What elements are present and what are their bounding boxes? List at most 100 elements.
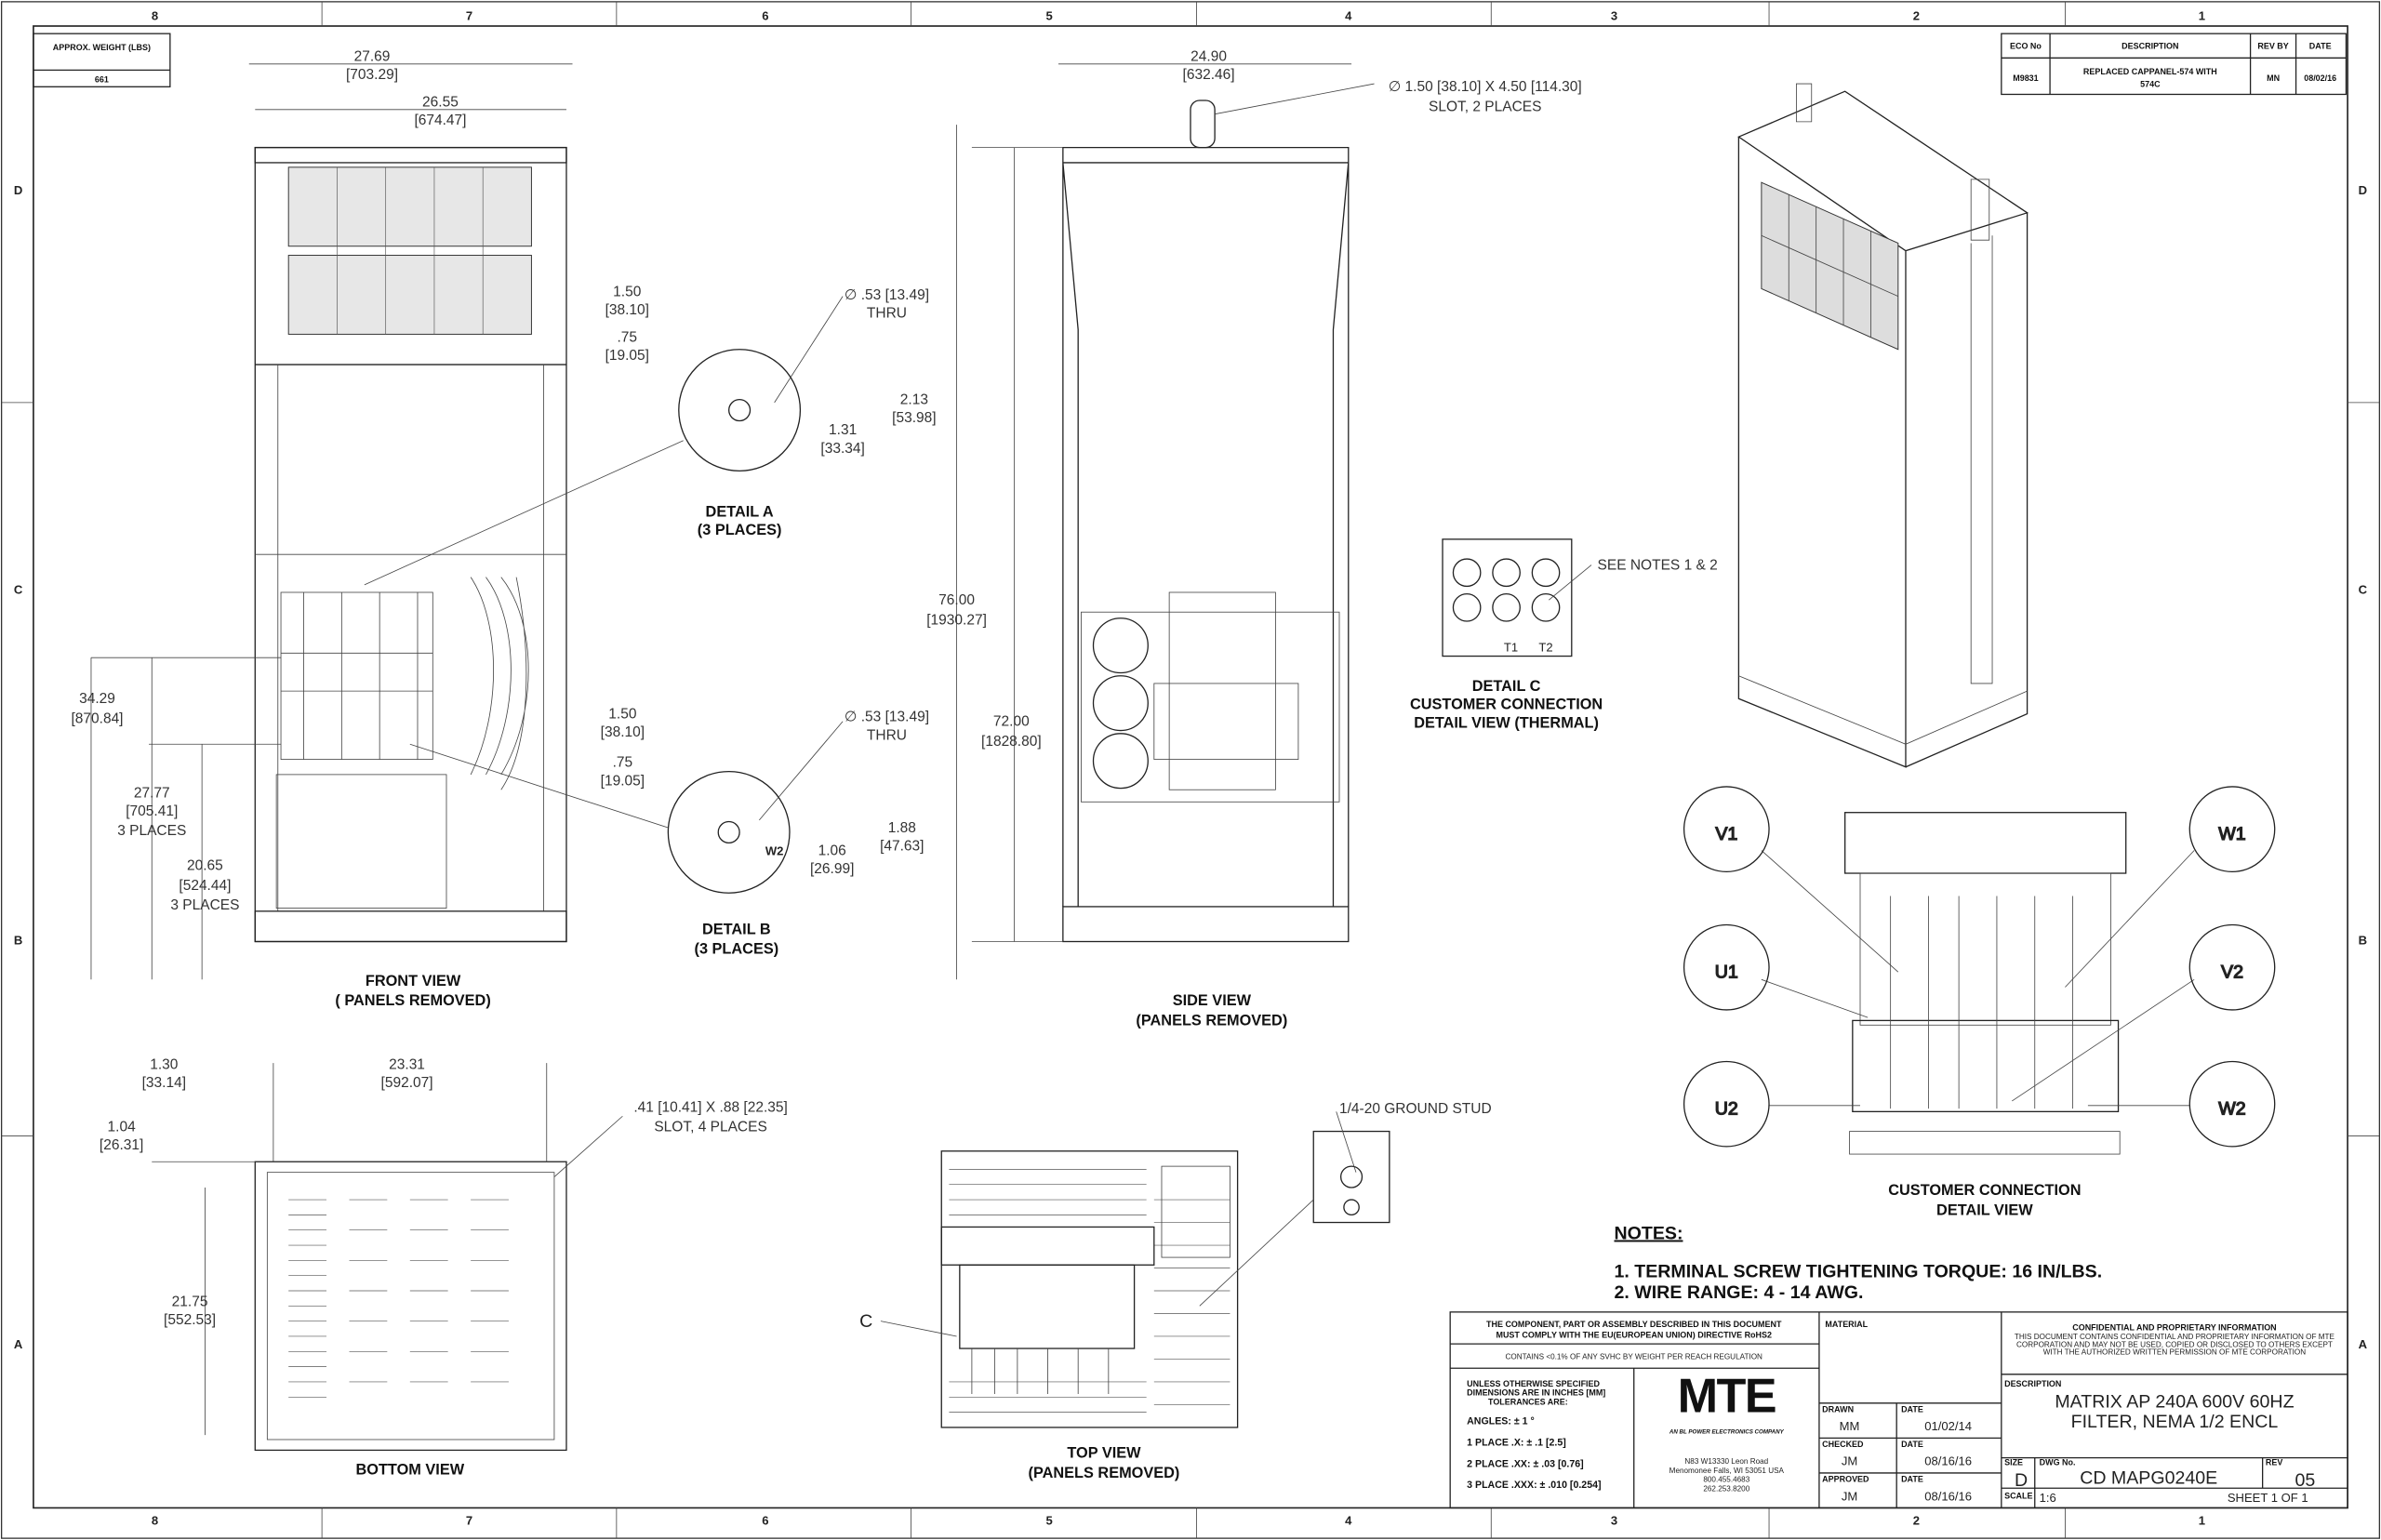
zone-row-b-right: B xyxy=(2359,934,2367,948)
zone-col-3: 3 xyxy=(1611,8,1617,22)
detail-a-d4: 1.31 xyxy=(829,422,857,438)
rev-desc-1: REPLACED CAPPANEL-574 WITH xyxy=(2083,67,2217,76)
dim-side-h2-mm: [1828.80] xyxy=(981,734,1042,750)
zone-row-c-right: C xyxy=(2359,583,2368,597)
dim-front-h2-mm: [705.41] xyxy=(126,803,178,819)
side-view-title: SIDE VIEW xyxy=(1173,992,1252,1009)
detail-b-d4: 1.06 xyxy=(818,843,846,858)
title-block: THE COMPONENT, PART OR ASSEMBLY DESCRIBE… xyxy=(1449,1311,2348,1509)
zone-row-a: A xyxy=(14,1337,23,1351)
dim-bottom-slot-note: SLOT, 4 PLACES xyxy=(654,1120,766,1135)
zone-row-c: C xyxy=(14,583,23,597)
note-1: 1. TERMINAL SCREW TIGHTENING TORQUE: 16 … xyxy=(1615,1261,2103,1281)
dim-side-h1-mm: [1930.27] xyxy=(926,612,987,628)
tolerance-3-place: 3 PLACE .XXX: ± .010 [0.254] xyxy=(1467,1480,1601,1491)
dim-bottom-slot: .41 [10.41] X .88 [22.35] xyxy=(633,1099,787,1115)
dim-bottom-h1-mm: [26.31] xyxy=(100,1137,143,1153)
zone-col-1-bottom: 1 xyxy=(2199,1513,2205,1527)
zone-col-2: 2 xyxy=(1913,8,1920,22)
notes: NOTES: 1. TERMINAL SCREW TIGHTENING TORQ… xyxy=(1615,1223,2103,1303)
terminal-w2: W2 xyxy=(2218,1099,2245,1120)
detail-a-d3-mm: [53.98] xyxy=(892,410,936,426)
dim-front-w2: 26.55 xyxy=(422,95,459,111)
terminal-u2: U2 xyxy=(1715,1099,1738,1120)
zone-col-5: 5 xyxy=(1046,8,1053,22)
rev-by: MN xyxy=(2267,73,2280,83)
detail-b-d1-mm: [38.10] xyxy=(601,724,645,740)
confidential-line-1: THIS DOCUMENT CONTAINS CONFIDENTIAL AND … xyxy=(2015,1333,2335,1341)
customer-connection-subtitle: DETAIL VIEW xyxy=(1936,1201,2033,1218)
rev-label: REV xyxy=(2266,1458,2282,1467)
zone-col-8-bottom: 8 xyxy=(152,1513,158,1527)
detail-c-line2: CUSTOMER CONNECTION xyxy=(1410,697,1603,713)
terminal-v1: V1 xyxy=(1715,824,1737,844)
phone-1: 800.455.4683 xyxy=(1703,1476,1749,1484)
size-label: SIZE xyxy=(2004,1458,2023,1467)
tolerance-2-place: 2 PLACE .XX: ± .03 [0.76] xyxy=(1467,1458,1584,1469)
detail-a-title: DETAIL A xyxy=(706,503,774,520)
detail-c-t2: T2 xyxy=(1538,641,1552,655)
dim-side-w-mm: [632.46] xyxy=(1183,67,1235,83)
detail-b-d3: 1.88 xyxy=(888,820,916,836)
rev-desc-2: 574C xyxy=(2140,79,2161,88)
top-view-callout: C xyxy=(859,1311,872,1332)
sheet-number: SHEET 1 OF 1 xyxy=(2228,1491,2308,1505)
dim-front-h3-note: 3 PLACES xyxy=(170,897,239,913)
dim-bottom-w1: 1.30 xyxy=(150,1057,179,1073)
approved-by: JM xyxy=(1842,1489,1857,1503)
detail-b-terminal: W2 xyxy=(765,843,784,857)
zone-col-5-bottom: 5 xyxy=(1046,1513,1053,1527)
dim-front-h3: 20.65 xyxy=(187,858,223,874)
dim-front-w1: 27.69 xyxy=(354,49,391,65)
dim-side-h2: 72.00 xyxy=(993,714,1030,730)
drawn-date-label: DATE xyxy=(1901,1405,1923,1414)
address-line-1: N83 W13330 Leon Road xyxy=(1684,1457,1768,1466)
dim-bottom-h1: 1.04 xyxy=(108,1120,137,1135)
detail-b-d2: .75 xyxy=(613,755,633,771)
approved-date-label: DATE xyxy=(1901,1475,1923,1484)
zone-col-8: 8 xyxy=(152,8,158,22)
dwg-label: DWG No. xyxy=(2040,1458,2076,1467)
detail-a-d1-mm: [38.10] xyxy=(605,302,649,318)
confidential-title: CONFIDENTIAL AND PROPRIETARY INFORMATION xyxy=(2072,1322,2276,1332)
detail-a-d2: .75 xyxy=(618,330,638,346)
note-2: 2. WIRE RANGE: 4 - 14 AWG. xyxy=(1615,1282,1864,1303)
dim-bottom-w1-mm: [33.14] xyxy=(142,1075,186,1091)
address-line-2: Menomonee Falls, WI 53051 USA xyxy=(1669,1467,1785,1475)
rev-eco: M9831 xyxy=(2013,73,2038,83)
checked-label: CHECKED xyxy=(1822,1440,1864,1449)
drawn-by: MM xyxy=(1840,1419,1860,1433)
revision-block: ECO No DESCRIPTION REV BY DATE M9831 REP… xyxy=(2001,33,2348,96)
dim-front-h2-note: 3 PLACES xyxy=(117,823,186,839)
zone-row-d-right: D xyxy=(2359,183,2367,197)
detail-c-note: SEE NOTES 1 & 2 xyxy=(1598,557,1718,573)
weight-label: APPROX. WEIGHT (LBS) xyxy=(53,43,151,52)
detail-c-line3: DETAIL VIEW (THERMAL) xyxy=(1414,714,1599,731)
notes-title: NOTES: xyxy=(1615,1223,1683,1243)
dim-bottom-h2-mm: [552.53] xyxy=(164,1312,216,1328)
detail-a-d2-mm: [19.05] xyxy=(605,348,649,364)
detail-b-hole: ∅ .53 [13.49] xyxy=(845,710,929,725)
drawn-date: 01/02/14 xyxy=(1924,1419,1972,1433)
dim-side-w: 24.90 xyxy=(1190,49,1227,65)
dwg-number: CD MAPG0240E xyxy=(2080,1467,2217,1488)
zone-col-6: 6 xyxy=(762,8,768,22)
zone-col-4-bottom: 4 xyxy=(1345,1513,1352,1527)
dim-bottom-h2: 21.75 xyxy=(172,1294,208,1309)
detail-a-d1: 1.50 xyxy=(613,285,642,300)
rev-value: 05 xyxy=(2295,1470,2315,1491)
detail-c-t1: T1 xyxy=(1504,641,1518,655)
drawn-label: DRAWN xyxy=(1822,1405,1854,1414)
mte-logo-tagline: AN BL POWER ELECTRONICS COMPANY xyxy=(1669,1428,1785,1435)
rev-date: 08/02/16 xyxy=(2304,73,2336,83)
reach-note: CONTAINS <0.1% OF ANY SVHC BY WEIGHT PER… xyxy=(1506,1352,1763,1361)
detail-a-hole: ∅ .53 [13.49] xyxy=(845,287,929,303)
checked-date-label: DATE xyxy=(1901,1440,1923,1449)
zone-col-1: 1 xyxy=(2199,8,2205,22)
rev-header-by: REV BY xyxy=(2257,41,2288,50)
bottom-view-title: BOTTOM VIEW xyxy=(356,1462,465,1479)
dim-front-h2: 27.77 xyxy=(134,785,170,801)
zone-row-b: B xyxy=(14,934,22,948)
tolerance-line-2: DIMENSIONS ARE IN INCHES [MM] xyxy=(1467,1388,1605,1398)
